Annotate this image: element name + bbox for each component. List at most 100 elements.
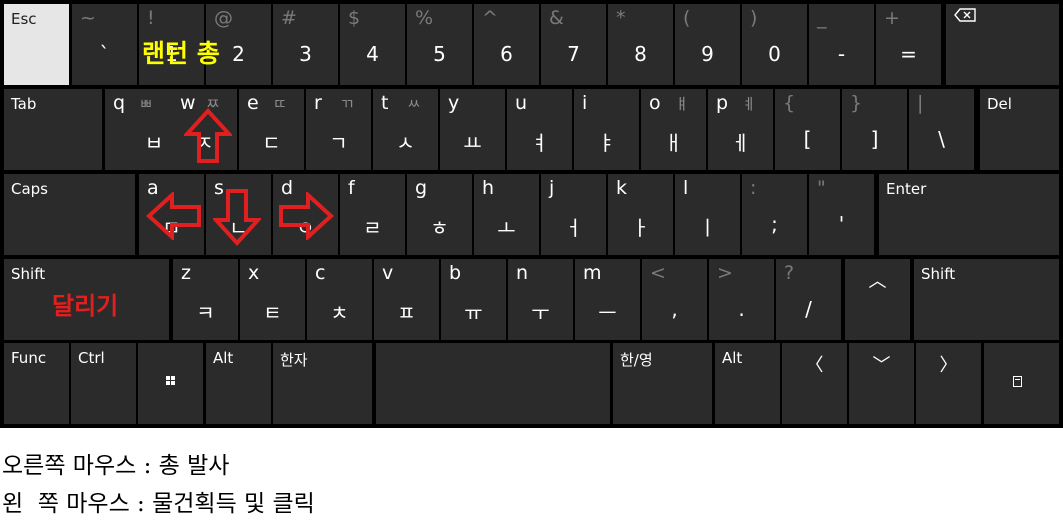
key-1[interactable]: !1 bbox=[139, 4, 204, 85]
key-letter: g bbox=[415, 177, 428, 199]
arrow-left-icon bbox=[146, 192, 201, 240]
key-shift-label: _ bbox=[817, 7, 827, 29]
key-0[interactable]: )0 bbox=[742, 4, 807, 85]
key-shift-label: % bbox=[415, 7, 434, 29]
key-esc[interactable]: Esc bbox=[4, 4, 69, 85]
key-main-label: ㅓ bbox=[564, 216, 583, 240]
key-main-label: ㄱ bbox=[329, 131, 348, 155]
key-label: 한자 bbox=[280, 351, 308, 369]
key-caps[interactable]: Caps bbox=[4, 174, 135, 255]
key-label: Shift bbox=[11, 265, 46, 283]
key-rshift[interactable]: Shift bbox=[914, 259, 1059, 340]
key-quote[interactable]: "' bbox=[809, 174, 874, 255]
key-4[interactable]: $4 bbox=[340, 4, 405, 85]
key-func[interactable]: Func bbox=[4, 343, 69, 424]
key-del[interactable]: Del bbox=[980, 89, 1059, 170]
key-backspace[interactable] bbox=[946, 4, 1059, 85]
key-main-label: ㄷ bbox=[262, 131, 281, 155]
key-minus[interactable]: _- bbox=[809, 4, 874, 85]
key-equals[interactable]: += bbox=[876, 4, 941, 85]
key-7[interactable]: &7 bbox=[541, 4, 606, 85]
key-letter: v bbox=[382, 262, 394, 284]
arrow-right-icon bbox=[279, 192, 334, 240]
key-main-label: 7 bbox=[567, 42, 580, 66]
instruction-right-mouse: 오른쪽 마우스 : 총 발사 bbox=[2, 453, 230, 479]
key-hanyeong[interactable]: 한/영 bbox=[613, 343, 712, 424]
key-period[interactable]: >. bbox=[709, 259, 774, 340]
key-letter: u bbox=[515, 92, 528, 114]
key-ctrl[interactable]: Ctrl bbox=[71, 343, 136, 424]
key-hanja[interactable]: 한자 bbox=[273, 343, 372, 424]
key-ralt[interactable]: Alt bbox=[715, 343, 780, 424]
arrow-up-icon bbox=[184, 108, 232, 163]
key-left[interactable]: 〈 bbox=[782, 343, 847, 424]
key-double-jamo: ㄸ bbox=[273, 95, 287, 113]
key-backslash[interactable]: |\ bbox=[909, 89, 974, 170]
key-right[interactable]: 〉 bbox=[916, 343, 981, 424]
key-lbracket[interactable]: {[ bbox=[775, 89, 840, 170]
key-enter[interactable]: Enter bbox=[879, 174, 1059, 255]
key-down[interactable]: ﹀ bbox=[849, 343, 914, 424]
key-main-label: ㅐ bbox=[664, 131, 683, 155]
key-backtick[interactable]: ~` bbox=[72, 4, 137, 85]
key-slash[interactable]: ?/ bbox=[776, 259, 841, 340]
key-6[interactable]: ^6 bbox=[474, 4, 539, 85]
key-lshift[interactable]: Shift bbox=[4, 259, 169, 340]
key-win[interactable] bbox=[138, 343, 203, 424]
key-menu[interactable] bbox=[984, 343, 1059, 424]
key-3[interactable]: #3 bbox=[273, 4, 338, 85]
key-main-label: ] bbox=[870, 127, 879, 151]
key-letter: o bbox=[649, 92, 661, 114]
key-2[interactable]: @2 bbox=[206, 4, 271, 85]
key-letter: t bbox=[381, 92, 389, 114]
key-label: 한/영 bbox=[620, 351, 653, 369]
key-tab[interactable]: Tab bbox=[4, 89, 102, 170]
key-comma[interactable]: <, bbox=[642, 259, 707, 340]
key-9[interactable]: (9 bbox=[675, 4, 740, 85]
key-main-label: 8 bbox=[634, 42, 647, 66]
key-shift-label: " bbox=[817, 177, 826, 199]
key-shift-label: > bbox=[717, 262, 733, 284]
key-main-label: ㅌ bbox=[263, 301, 282, 325]
key-lalt[interactable]: Alt bbox=[206, 343, 271, 424]
key-label: Del bbox=[987, 95, 1012, 113]
key-main-label: ㅕ bbox=[530, 131, 549, 155]
key-main-label: , bbox=[671, 297, 678, 321]
key-shift-label: # bbox=[281, 7, 297, 29]
key-label: Alt bbox=[213, 349, 234, 367]
key-up[interactable]: ︿ bbox=[845, 259, 910, 340]
key-shift-label: + bbox=[884, 7, 900, 29]
key-semicolon[interactable]: :; bbox=[742, 174, 807, 255]
key-main-label: 5 bbox=[433, 42, 446, 66]
key-space[interactable] bbox=[376, 343, 610, 424]
key-rbracket[interactable]: }] bbox=[842, 89, 907, 170]
key-double-jamo: ㅖ bbox=[742, 95, 756, 113]
key-letter: n bbox=[516, 262, 529, 284]
key-main-label: ㅅ bbox=[396, 131, 415, 155]
instruction-left-mouse: 왼 쪽 마우스 : 물건획득 및 클릭 bbox=[2, 491, 315, 517]
key-5[interactable]: %5 bbox=[407, 4, 472, 85]
key-8[interactable]: *8 bbox=[608, 4, 673, 85]
